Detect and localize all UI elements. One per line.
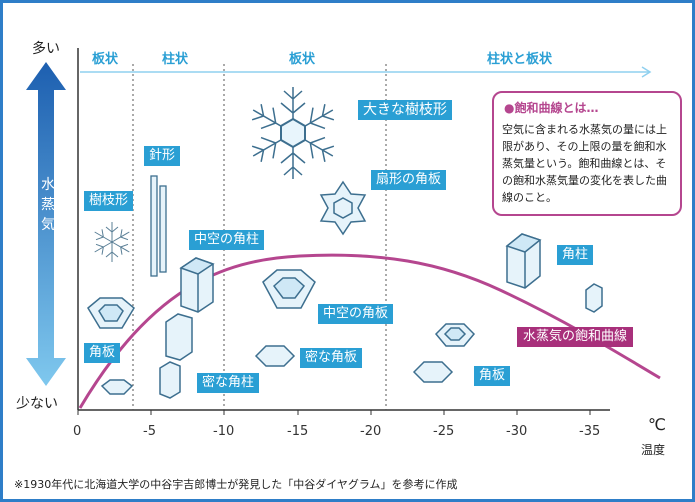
label-sector-plate: 扇形の角板 [371,170,447,190]
big-dendrite-icon [251,87,335,179]
hollow-column-icon [179,257,215,313]
info-box-title: ●飽和曲線とは… [504,101,599,115]
region-column-1: 柱状 [162,52,189,67]
x-tick-marks [77,410,591,415]
dense-plate-icon [100,345,296,395]
column-icon [505,233,603,313]
plate-right-icon [412,323,476,383]
x-tick-10: -10 [213,424,235,439]
region-plate-1: 板状 [92,52,119,67]
region-plate-2: 板状 [289,52,316,67]
label-hollow-plate: 中空の角板 [318,304,394,324]
label-column: 角柱 [557,245,594,265]
region-column-and-plate: 柱状と板状 [487,52,553,67]
label-dense-plate: 密な角板 [300,348,363,368]
sector-plate-icon [319,180,367,236]
label-plate-right: 角板 [474,366,511,386]
label-big-dendrite: 大きな樹枝形 [358,100,452,120]
saturation-info-box: ●飽和曲線とは… 空気に含まれる水蒸気の量には上限があり、その上限の量を飽和水蒸… [492,91,682,216]
x-tick-0: 0 [73,424,82,439]
x-tick-15: -15 [287,424,309,439]
label-needle: 針形 [144,146,181,166]
vapor-arrow [26,62,66,386]
x-tick-5: -5 [143,424,156,439]
y-axis-vapor-label: 水蒸気 [41,177,55,233]
label-hollow-column: 中空の角柱 [189,230,265,250]
dense-column-icon [159,313,193,399]
y-axis-top-label: 多い [32,41,60,57]
saturation-curve-label: 水蒸気の飽和曲線 [517,327,634,347]
info-box-body: 空気に含まれる水蒸気の量には上限があり、その上限の量を飽和水蒸気量という。飽和曲… [502,123,667,204]
label-plate-left: 角板 [84,343,121,363]
needle-icon [150,175,167,277]
footnote: ※1930年代に北海道大学の中谷宇吉郎博士が発見した「中谷ダイヤグラム」を参考に… [14,478,458,491]
dendrite-icon [94,222,130,262]
x-tick-25: -25 [433,424,455,439]
x-axis-unit: ℃ [648,415,666,434]
label-dense-column: 密な角柱 [197,373,260,393]
plate-left-icon [87,297,135,329]
label-dendrite: 樹枝形 [84,191,134,211]
x-tick-20: -20 [360,424,382,439]
y-axis-bottom-label: 少ない [16,396,58,412]
hollow-plate-icon [262,269,316,309]
x-tick-35: -35 [579,424,601,439]
x-axis-name: 温度 [641,443,666,457]
x-tick-30: -30 [506,424,528,439]
